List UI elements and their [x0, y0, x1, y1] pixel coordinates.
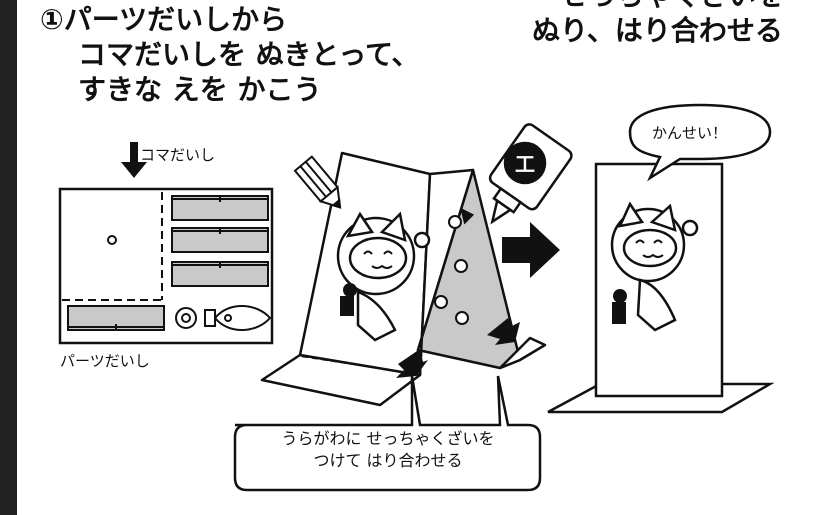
callout-box	[233, 375, 542, 492]
glue-label: 工	[515, 152, 535, 176]
microphone-icon	[340, 283, 357, 316]
step-heading-line3: すきな えを かこう	[78, 73, 322, 106]
finished-stand	[547, 162, 775, 414]
down-arrow-icon	[121, 142, 147, 178]
left-edge-bar	[0, 0, 17, 515]
callout-text: うらがわに せっちゃくざいを つけて はり合わせる	[245, 428, 531, 472]
press-arrow-icon	[396, 222, 560, 378]
speech-bubble	[628, 103, 772, 182]
parts-sheet	[58, 187, 274, 345]
next-heading-line2: ぬり、はり合わせる	[532, 14, 783, 47]
next-heading-line1: せっちゃくざいを	[560, 0, 784, 14]
glue-tube-icon	[460, 123, 573, 225]
callout-line2: つけて はり合わせる	[313, 451, 463, 470]
step-heading-line2: コマだいしを ぬきとって、	[78, 38, 420, 71]
folded-stand	[260, 151, 547, 407]
cat-character-finished	[610, 201, 699, 332]
speech-text: かんせい！	[652, 124, 728, 142]
pencil-icon	[293, 155, 342, 209]
parts-daishi-label: パーツだいし	[60, 352, 150, 370]
microphone-icon-finished	[612, 289, 627, 324]
koma-daishi-label: コマだいし	[140, 146, 216, 164]
callout-line1: うらがわに せっちゃくざいを	[281, 429, 495, 448]
step-heading-line1: ①パーツだいしから	[40, 3, 288, 36]
cat-character	[336, 211, 431, 342]
